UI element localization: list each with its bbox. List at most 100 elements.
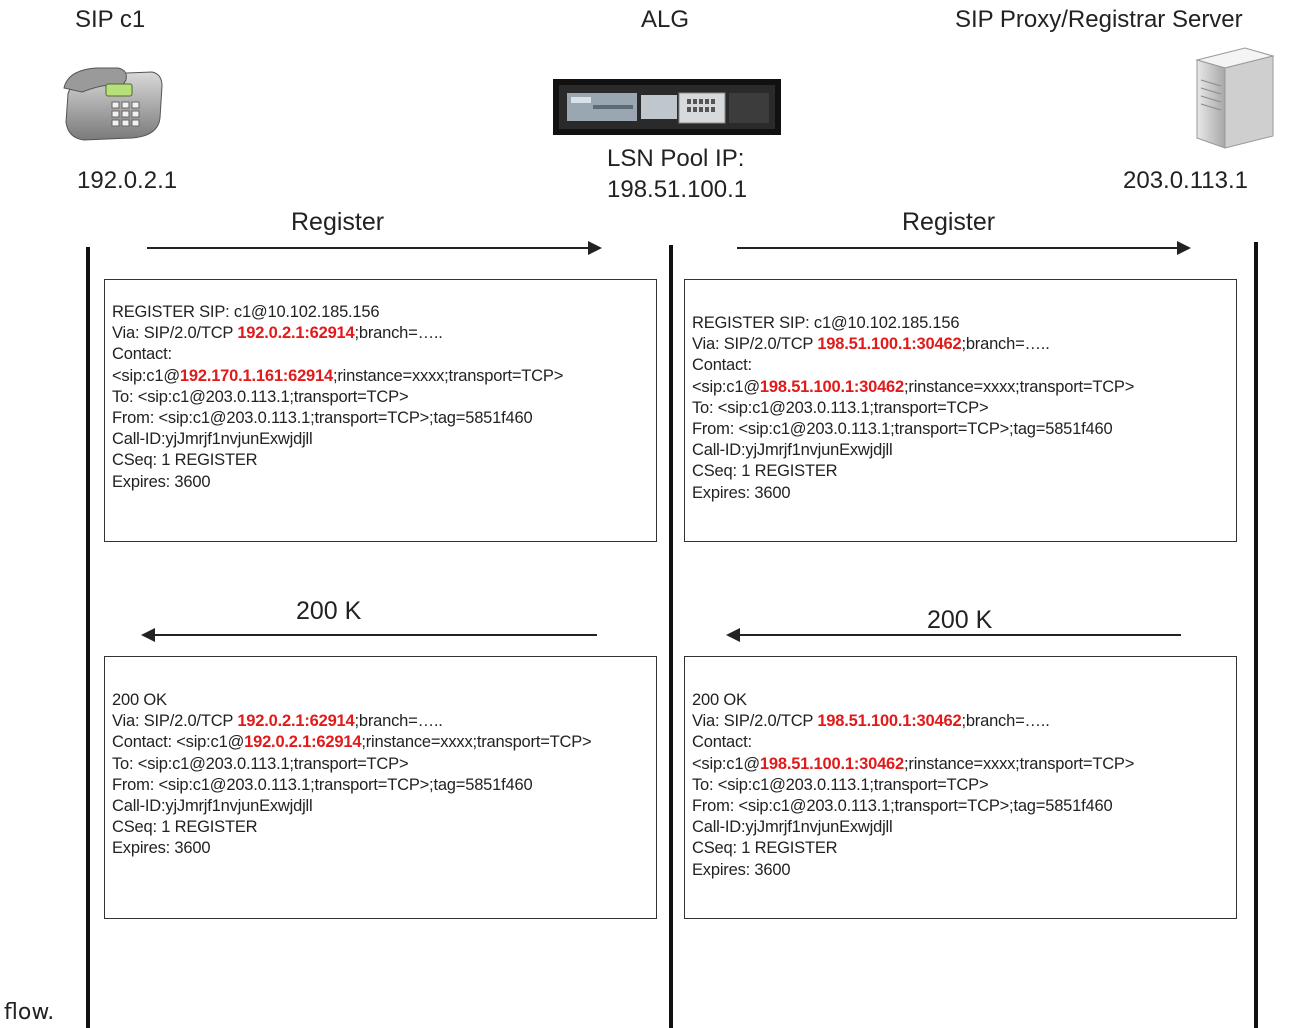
server-icon: [1195, 46, 1275, 155]
sip-header-line: To: <sip:c1@203.0.113.1;transport=TCP>: [112, 387, 656, 408]
highlighted-address: 198.51.100.1:30462: [817, 335, 962, 354]
header-text: From: <sip:c1@203.0.113.1;transport=TCP>…: [112, 409, 533, 428]
sip-header-line: Via: SIP/2.0/TCP 198.51.100.1:30462;bran…: [692, 334, 1236, 355]
sip-header-line: <sip:c1@192.170.1.161:62914;rinstance=xx…: [112, 366, 656, 387]
header-text: <sip:c1@: [112, 366, 180, 385]
header-text: From: <sip:c1@203.0.113.1;transport=TCP>…: [112, 775, 533, 794]
header-text: From: <sip:c1@203.0.113.1;transport=TCP>…: [692, 420, 1113, 439]
header-text: To: <sip:c1@203.0.113.1;transport=TCP>: [692, 775, 989, 794]
sip-header-line: To: <sip:c1@203.0.113.1;transport=TCP>: [112, 754, 656, 775]
sip-header-line: Expires: 3600: [692, 483, 1236, 504]
sip-header-line: To: <sip:c1@203.0.113.1;transport=TCP>: [692, 775, 1236, 796]
header-text: <sip:c1@: [692, 377, 760, 396]
header-text: Call-ID:yjJmrjf1nvjunExwjdjll: [692, 818, 893, 837]
header-text: Contact:: [692, 733, 752, 752]
highlighted-address: 192.0.2.1:62914: [237, 324, 355, 343]
highlighted-address: 198.51.100.1:30462: [759, 754, 905, 773]
sip-header-line: From: <sip:c1@203.0.113.1;transport=TCP>…: [112, 408, 656, 429]
sip-header-line: 200 OK: [692, 690, 1236, 711]
sip-header-line: Call-ID:yjJmrjf1nvjunExwjdjll: [112, 429, 656, 450]
client-lifeline: [86, 247, 90, 1028]
sip-header-line: From: <sip:c1@203.0.113.1;transport=TCP>…: [692, 796, 1236, 817]
header-text: 200 OK: [692, 691, 747, 709]
header-text: From: <sip:c1@203.0.113.1;transport=TCP>…: [692, 797, 1113, 816]
header-text: Contact: <sip:c1@: [112, 733, 245, 752]
alg-ip-label: LSN Pool IP:: [607, 145, 745, 172]
sip-header-line: Contact:: [692, 732, 1236, 753]
header-text: 200 OK: [112, 691, 167, 709]
header-text: ;rinstance=xxxx;transport=TCP>: [904, 377, 1135, 396]
highlighted-address: 192.0.2.1:62914: [244, 733, 362, 752]
highlighted-address: 192.0.2.1:62914: [237, 712, 355, 731]
ok-arrow-2: [726, 628, 1181, 642]
header-text: REGISTER SIP: c1@10.102.185.156: [692, 314, 960, 332]
header-text: ;branch=…..: [354, 324, 443, 343]
sip-header-line: Contact:: [692, 355, 1236, 376]
sip-header-line: Expires: 3600: [112, 838, 656, 859]
header-text: Via: SIP/2.0/TCP: [692, 335, 818, 354]
register-label-1: Register: [291, 208, 385, 236]
sip-header-line: 200 OK: [112, 690, 656, 711]
sip-header-line: CSeq: 1 REGISTER: [112, 450, 656, 471]
header-text: CSeq: 1 REGISTER: [692, 839, 838, 858]
header-text: Via: SIP/2.0/TCP: [112, 324, 238, 343]
header-text: ;rinstance=xxxx;transport=TCP>: [904, 754, 1135, 773]
alg-lifeline: [669, 245, 673, 1028]
sip-header-line: Call-ID:yjJmrjf1nvjunExwjdjll: [692, 440, 1236, 461]
header-text: Expires: 3600: [692, 483, 791, 502]
sip-header-line: CSeq: 1 REGISTER: [692, 838, 1236, 859]
sip-header-line: Expires: 3600: [692, 860, 1236, 881]
header-text: <sip:c1@: [692, 754, 760, 773]
header-text: To: <sip:c1@203.0.113.1;transport=TCP>: [692, 398, 989, 417]
sip-header-line: From: <sip:c1@203.0.113.1;transport=TCP>…: [112, 775, 656, 796]
header-text: Contact:: [692, 356, 752, 375]
header-text: ;rinstance=xxxx;transport=TCP>: [333, 366, 564, 385]
sip-header-line: Call-ID:yjJmrjf1nvjunExwjdjll: [112, 796, 656, 817]
header-text: Call-ID:yjJmrjf1nvjunExwjdjll: [112, 797, 313, 816]
client-ip: 192.0.2.1: [77, 167, 178, 194]
header-text: To: <sip:c1@203.0.113.1;transport=TCP>: [112, 754, 409, 773]
header-text: REGISTER SIP: c1@10.102.185.156: [112, 303, 380, 321]
header-text: Expires: 3600: [112, 839, 211, 858]
sip-header-line: Via: SIP/2.0/TCP 192.0.2.1:62914;branch=…: [112, 711, 656, 732]
sip-header-line: Via: SIP/2.0/TCP 198.51.100.1:30462;bran…: [692, 711, 1236, 732]
server-lifeline: [1254, 242, 1258, 1028]
header-text: ;rinstance=xxxx;transport=TCP>: [361, 733, 592, 752]
header-text: Via: SIP/2.0/TCP: [112, 712, 238, 731]
phone-icon: [62, 64, 166, 147]
register-arrow-1: [147, 241, 602, 255]
highlighted-address: 192.170.1.161:62914: [179, 366, 333, 385]
header-text: ;branch=…..: [961, 335, 1050, 354]
header-text: To: <sip:c1@203.0.113.1;transport=TCP>: [112, 387, 409, 406]
appliance-icon: [553, 79, 781, 140]
sip-header-line: Expires: 3600: [112, 472, 656, 493]
header-text: Call-ID:yjJmrjf1nvjunExwjdjll: [692, 441, 893, 460]
sip-header-line: To: <sip:c1@203.0.113.1;transport=TCP>: [692, 398, 1236, 419]
server-title: SIP Proxy/Registrar Server: [955, 6, 1243, 33]
header-text: CSeq: 1 REGISTER: [692, 462, 838, 481]
header-text: Expires: 3600: [692, 860, 791, 879]
header-text: CSeq: 1 REGISTER: [112, 818, 258, 837]
header-text: Contact:: [112, 345, 172, 364]
header-text: Expires: 3600: [112, 472, 211, 491]
sip-header-line: Contact:: [112, 344, 656, 365]
alg-title: ALG: [641, 6, 690, 33]
ok-label-1: 200 K: [296, 597, 362, 625]
sip-header-line: From: <sip:c1@203.0.113.1;transport=TCP>…: [692, 419, 1236, 440]
sip-header-line: REGISTER SIP: c1@10.102.185.156: [692, 313, 1236, 334]
ok-box-server: 200 OK Via: SIP/2.0/TCP 198.51.100.1:3046…: [684, 656, 1237, 919]
sip-header-line: CSeq: 1 REGISTER: [112, 817, 656, 838]
sip-header-line: CSeq: 1 REGISTER: [692, 461, 1236, 482]
highlighted-address: 198.51.100.1:30462: [759, 377, 905, 396]
ok-arrow-1: [141, 628, 597, 642]
header-text: Via: SIP/2.0/TCP: [692, 712, 818, 731]
register-arrow-2: [737, 241, 1191, 255]
sip-header-line: Call-ID:yjJmrjf1nvjunExwjdjll: [692, 817, 1236, 838]
header-text: ;branch=…..: [354, 712, 443, 731]
sip-header-line: Contact: <sip:c1@192.0.2.1:62914;rinstan…: [112, 732, 656, 753]
sip-header-line: Via: SIP/2.0/TCP 192.0.2.1:62914;branch=…: [112, 323, 656, 344]
register-label-2: Register: [902, 208, 996, 236]
alg-ip: 198.51.100.1: [607, 176, 748, 203]
